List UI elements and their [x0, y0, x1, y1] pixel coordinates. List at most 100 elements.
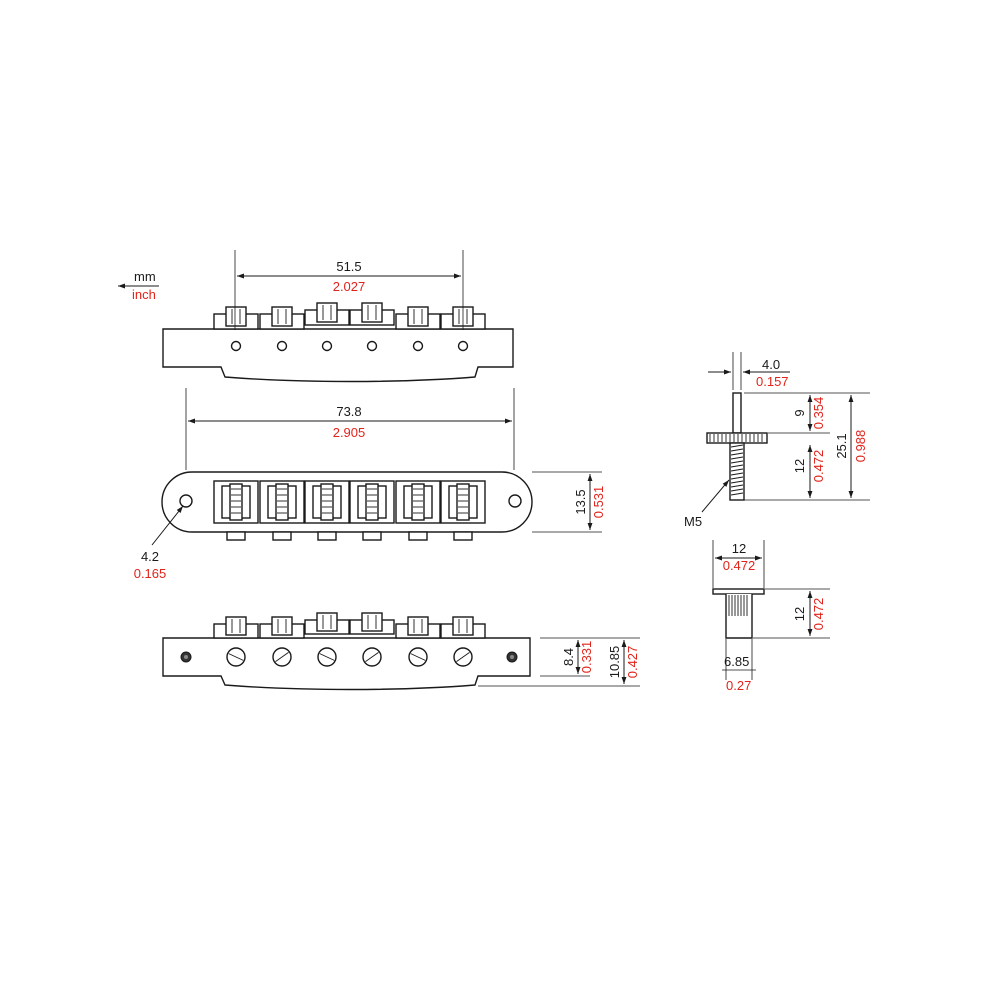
thread-line — [730, 448, 744, 452]
saddle-center — [275, 483, 289, 521]
bridge-rear-view: 8.4 0.331 10.85 0.427 — [162, 612, 640, 691]
saddle-center — [229, 483, 243, 521]
anchor-head — [712, 588, 765, 595]
legend-mm-label: mm — [134, 269, 156, 284]
thread-line — [730, 472, 744, 476]
dim-stud-top-inch: 0.354 — [811, 397, 826, 430]
saddle-center — [365, 483, 379, 521]
dim-anchor-body-mm: 6.85 — [724, 654, 749, 669]
dim-hole-inch: 0.165 — [134, 566, 167, 581]
dim-stud-thread-mm: 12 — [792, 459, 807, 473]
dim-stud-total-mm: 25.1 — [834, 433, 849, 458]
saddle-block — [407, 306, 429, 327]
saddle-center — [320, 483, 334, 521]
stud-drawing: 4.0 0.157 9 0.354 12 0.472 25.1 0.988 M5 — [684, 352, 870, 529]
dim-width-inch: 0.531 — [591, 486, 606, 519]
stud-thread — [729, 442, 745, 501]
thread-lines — [730, 444, 744, 496]
dim-h2-mm: 10.85 — [607, 646, 622, 679]
screw-slot — [410, 653, 426, 661]
thread-line — [730, 488, 744, 492]
thread-line — [730, 492, 744, 496]
thread-line — [730, 480, 744, 484]
dim-stud-thread-inch: 0.472 — [811, 450, 826, 483]
screw-end — [317, 531, 337, 541]
dim-hole-mm: 4.2 — [141, 549, 159, 564]
thread-line — [730, 468, 744, 472]
intonation-hole — [321, 340, 333, 352]
saddle-center — [456, 483, 470, 521]
anchor-knurl — [728, 595, 748, 616]
leader-m5 — [701, 479, 730, 513]
screw-slot — [275, 652, 289, 662]
thread-line — [730, 460, 744, 464]
bridge-front-view: 51.5 2.027 — [162, 250, 514, 383]
dim-anchor-height-inch: 0.472 — [811, 598, 826, 631]
stud-dot-left-center — [184, 655, 188, 659]
saddle-row-rear — [213, 612, 486, 639]
dim-spacing-mm: 51.5 — [336, 259, 361, 274]
screw-end — [453, 531, 473, 541]
dim-length-inch: 2.905 — [333, 425, 366, 440]
thread-line — [730, 484, 744, 488]
thread-line — [730, 452, 744, 456]
stud-thread-label: M5 — [684, 514, 702, 529]
anchor-drawing: 12 0.472 12 0.472 6.85 0.27 — [712, 540, 830, 693]
stud-dot-right-center — [510, 655, 514, 659]
saddle-block — [316, 302, 338, 323]
thread-line — [730, 456, 744, 460]
intonation-hole — [230, 340, 242, 352]
saddle-block — [316, 612, 338, 632]
thread-line — [730, 476, 744, 480]
saddle-block — [452, 616, 474, 636]
dim-width-mm: 13.5 — [573, 489, 588, 514]
screw-slot — [456, 652, 470, 662]
saddle-block — [361, 612, 383, 632]
stud-top-post — [732, 392, 742, 434]
dim-stud-total-inch: 0.988 — [853, 430, 868, 463]
dim-h1-inch: 0.331 — [579, 641, 594, 674]
saddle-center — [411, 483, 425, 521]
dim-stud-top-mm: 9 — [792, 409, 807, 416]
thread-line — [730, 464, 744, 468]
screw-slot — [228, 653, 244, 661]
screw-end — [272, 531, 292, 541]
saddle-block — [225, 616, 247, 636]
dim-spacing-inch: 2.027 — [333, 279, 366, 294]
dim-anchor-height-mm: 12 — [792, 607, 807, 621]
slotted-screw-row — [226, 647, 473, 667]
unit-legend: mm inch — [118, 269, 159, 302]
screw-row-top — [226, 531, 473, 541]
bridge-body-rear — [162, 637, 531, 691]
intonation-hole — [276, 340, 288, 352]
anchor-body — [725, 594, 753, 639]
intonation-hole — [457, 340, 469, 352]
saddle-block — [225, 306, 247, 327]
saddle-row-front — [213, 302, 486, 330]
saddle-block — [271, 616, 293, 636]
saddle-row-top — [213, 480, 486, 524]
dim-length-mm: 73.8 — [336, 404, 361, 419]
thread-line — [730, 444, 744, 448]
bridge-top-view: 73.8 2.905 13.5 0.531 4.2 0.165 — [134, 388, 606, 581]
screw-slot — [365, 652, 379, 662]
dim-stud-dia-inch: 0.157 — [756, 374, 789, 389]
dim-anchor-body-inch: 0.27 — [726, 678, 751, 693]
saddle-block — [361, 302, 383, 323]
saddle-block — [271, 306, 293, 327]
leader-hole — [151, 505, 184, 546]
dim-stud-dia-mm: 4.0 — [762, 357, 780, 372]
legend-inch-label: inch — [132, 287, 156, 302]
intonation-hole — [366, 340, 378, 352]
screw-end — [226, 531, 246, 541]
mount-hole-left — [179, 494, 193, 508]
dim-anchor-head-mm: 12 — [732, 541, 746, 556]
hole-row-front — [230, 340, 469, 352]
screw-slot — [319, 653, 335, 661]
dim-anchor-head-inch: 0.472 — [723, 558, 756, 573]
collar-knurl — [709, 434, 763, 442]
intonation-hole — [412, 340, 424, 352]
saddle-block — [407, 616, 429, 636]
screw-end — [362, 531, 382, 541]
